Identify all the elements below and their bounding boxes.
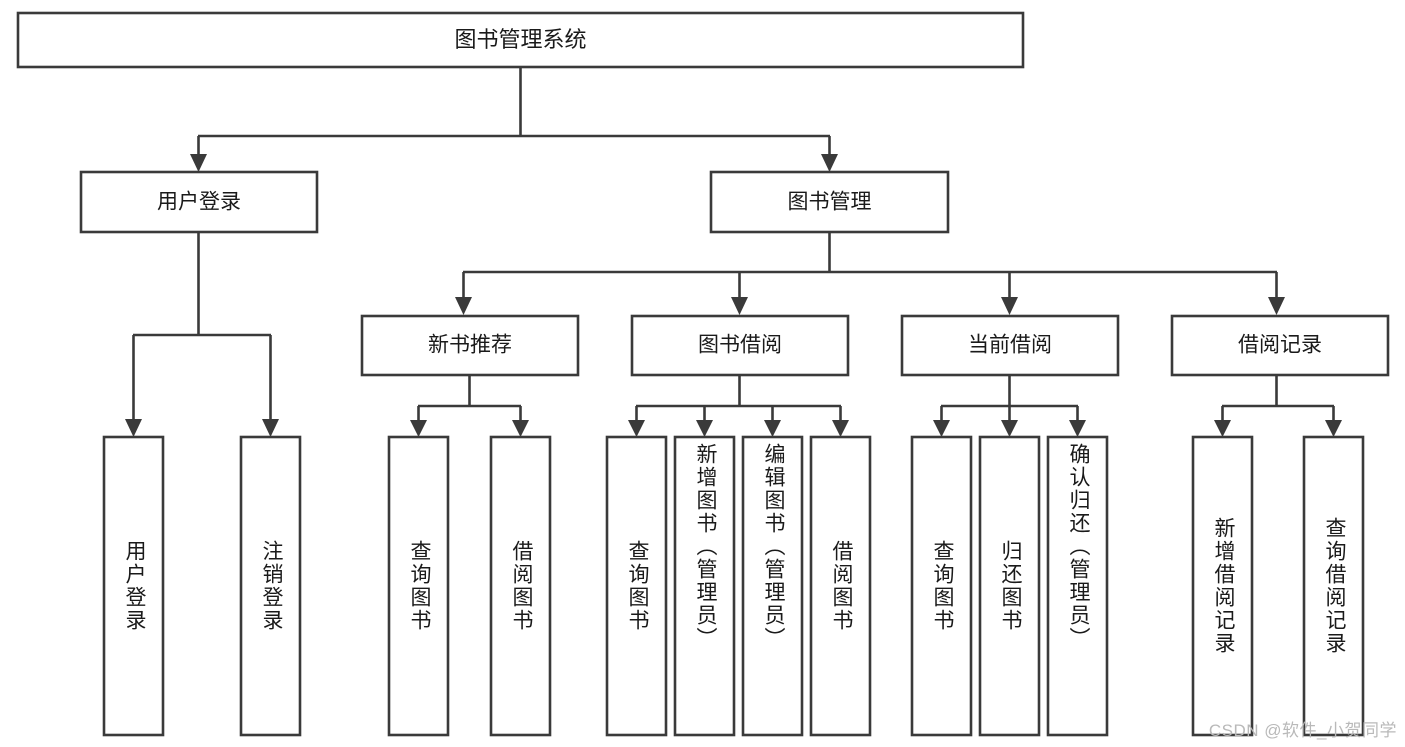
leaf-box-add-record[interactable] [1191, 435, 1254, 737]
node-borrow-record[interactable]: 借阅记录 [1170, 314, 1390, 377]
node-book-borrow[interactable]: 图书借阅 [630, 314, 850, 377]
arrow-head-leaf-logout [262, 419, 279, 437]
leaf-box-query-record[interactable] [1302, 435, 1365, 737]
node-book-mgmt[interactable]: 图书管理 [709, 170, 950, 234]
node-label-borrow-record: 借阅记录 [1238, 334, 1322, 357]
arrow-head-leaf-query-book-2 [628, 420, 645, 437]
connector-group-book-mgmt [455, 232, 1285, 315]
connector-group-new-book [410, 375, 529, 437]
connector-group-root [190, 67, 838, 172]
node-box-root[interactable] [16, 11, 1025, 69]
node-label-new-book-rec: 新书推荐 [428, 334, 512, 357]
node-box-book-borrow[interactable] [630, 314, 850, 377]
arrow-head-leaf-borrow-book-2 [832, 420, 849, 437]
arrow-head-borrow-record [1268, 297, 1285, 315]
arrow-head-leaf-return-book [1001, 420, 1018, 437]
node-label-current-borrow: 当前借阅 [968, 334, 1052, 357]
arrow-head-book-borrow [731, 297, 748, 315]
node-root[interactable]: 图书管理系统 [16, 11, 1025, 69]
leaf-boxes [102, 435, 1365, 737]
leaf-box-return-book[interactable] [978, 435, 1041, 737]
leaf-box-edit-book[interactable] [741, 435, 804, 737]
node-label-user-login: 用户登录 [157, 191, 241, 214]
watermark-text: CSDN @软件_小贺同学 [1208, 721, 1397, 740]
arrow-head-leaf-query-book-3 [933, 420, 950, 437]
node-label-root: 图书管理系统 [454, 27, 586, 52]
node-box-user-login[interactable] [79, 170, 319, 234]
leaf-box-query-book-2[interactable] [605, 435, 668, 737]
arrow-head-leaf-add-record [1214, 420, 1231, 437]
connector-group-borrow-record [1214, 375, 1342, 437]
arrow-head-leaf-user-login [125, 419, 142, 437]
node-user-login[interactable]: 用户登录 [79, 170, 319, 234]
arrow-head-new-book [455, 297, 472, 315]
node-new-book-rec[interactable]: 新书推荐 [360, 314, 580, 377]
node-current-borrow[interactable]: 当前借阅 [900, 314, 1120, 377]
leaf-box-add-book[interactable] [673, 435, 736, 737]
connector-group-current-borrow [933, 375, 1086, 437]
arrow-head-book-mgmt [821, 154, 838, 172]
node-label-book-borrow: 图书借阅 [698, 334, 782, 357]
arrow-head-leaf-borrow-book-1 [512, 420, 529, 437]
arrow-head-leaf-add-book [696, 420, 713, 437]
arrow-head-current-borrow [1001, 297, 1018, 315]
leaf-box-query-book-3[interactable] [910, 435, 973, 737]
node-box-current-borrow[interactable] [900, 314, 1120, 377]
leaf-box-confirm-return[interactable] [1046, 435, 1109, 737]
leaf-box-logout[interactable] [239, 435, 302, 737]
arrow-head-leaf-query-record [1325, 420, 1342, 437]
arrow-head-user-login [190, 154, 207, 172]
arrow-head-leaf-edit-book [764, 420, 781, 437]
node-box-borrow-record[interactable] [1170, 314, 1390, 377]
arrow-head-leaf-query-book-1 [410, 420, 427, 437]
arrow-head-leaf-confirm-return [1069, 420, 1086, 437]
leaf-box-query-book-1[interactable] [387, 435, 450, 737]
node-box-new-book-rec[interactable] [360, 314, 580, 377]
connector-group-book-borrow [628, 375, 849, 437]
leaf-box-user-login[interactable] [102, 435, 165, 737]
node-label-book-mgmt: 图书管理 [788, 191, 872, 214]
connector-group-user-login [125, 232, 279, 437]
leaf-box-borrow-book-2[interactable] [809, 435, 872, 737]
node-box-book-mgmt[interactable] [709, 170, 950, 234]
leaf-box-borrow-book-1[interactable] [489, 435, 552, 737]
